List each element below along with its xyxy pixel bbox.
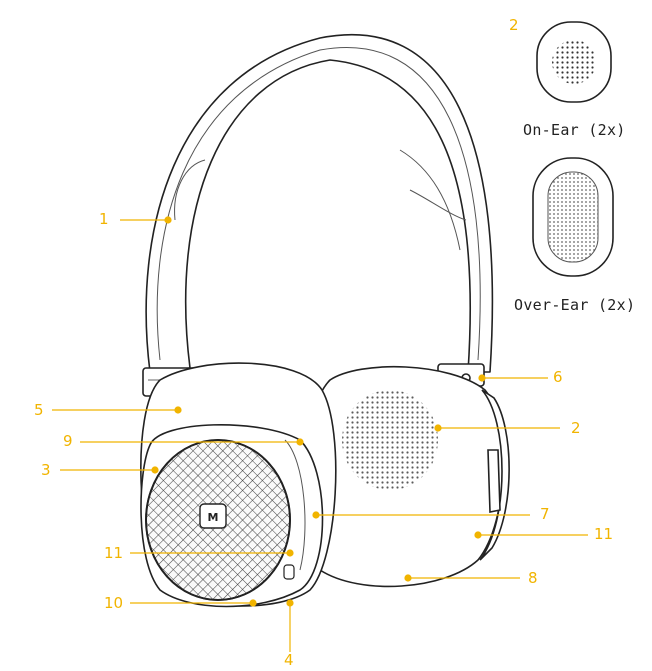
callout-8: 8 bbox=[528, 569, 538, 587]
callout-10: 10 bbox=[104, 594, 124, 612]
callout-3: 3 bbox=[41, 461, 51, 479]
callout-5: 5 bbox=[34, 401, 44, 419]
on-ear-caption: On-Ear (2x) bbox=[523, 121, 626, 139]
callout-9: 9 bbox=[63, 432, 73, 450]
headband bbox=[145, 33, 494, 373]
callout-4: 4 bbox=[284, 651, 294, 669]
callout-6: 6 bbox=[553, 368, 563, 386]
callout-2-top: 2 bbox=[509, 16, 519, 34]
over-ear-pad-illustration bbox=[532, 157, 614, 277]
over-ear-caption: Over-Ear (2x) bbox=[514, 296, 636, 314]
callout-lines bbox=[52, 216, 588, 652]
callout-2: 2 bbox=[571, 419, 581, 437]
callout-7: 7 bbox=[540, 505, 550, 523]
callout-11-left: 11 bbox=[104, 544, 124, 562]
callout-11-right: 11 bbox=[594, 525, 614, 543]
svg-text:M: M bbox=[208, 511, 219, 524]
right-ear-cup bbox=[301, 365, 510, 588]
left-ear-cup: M bbox=[140, 362, 337, 608]
callout-1: 1 bbox=[99, 210, 109, 228]
on-ear-pad-illustration bbox=[536, 21, 612, 103]
